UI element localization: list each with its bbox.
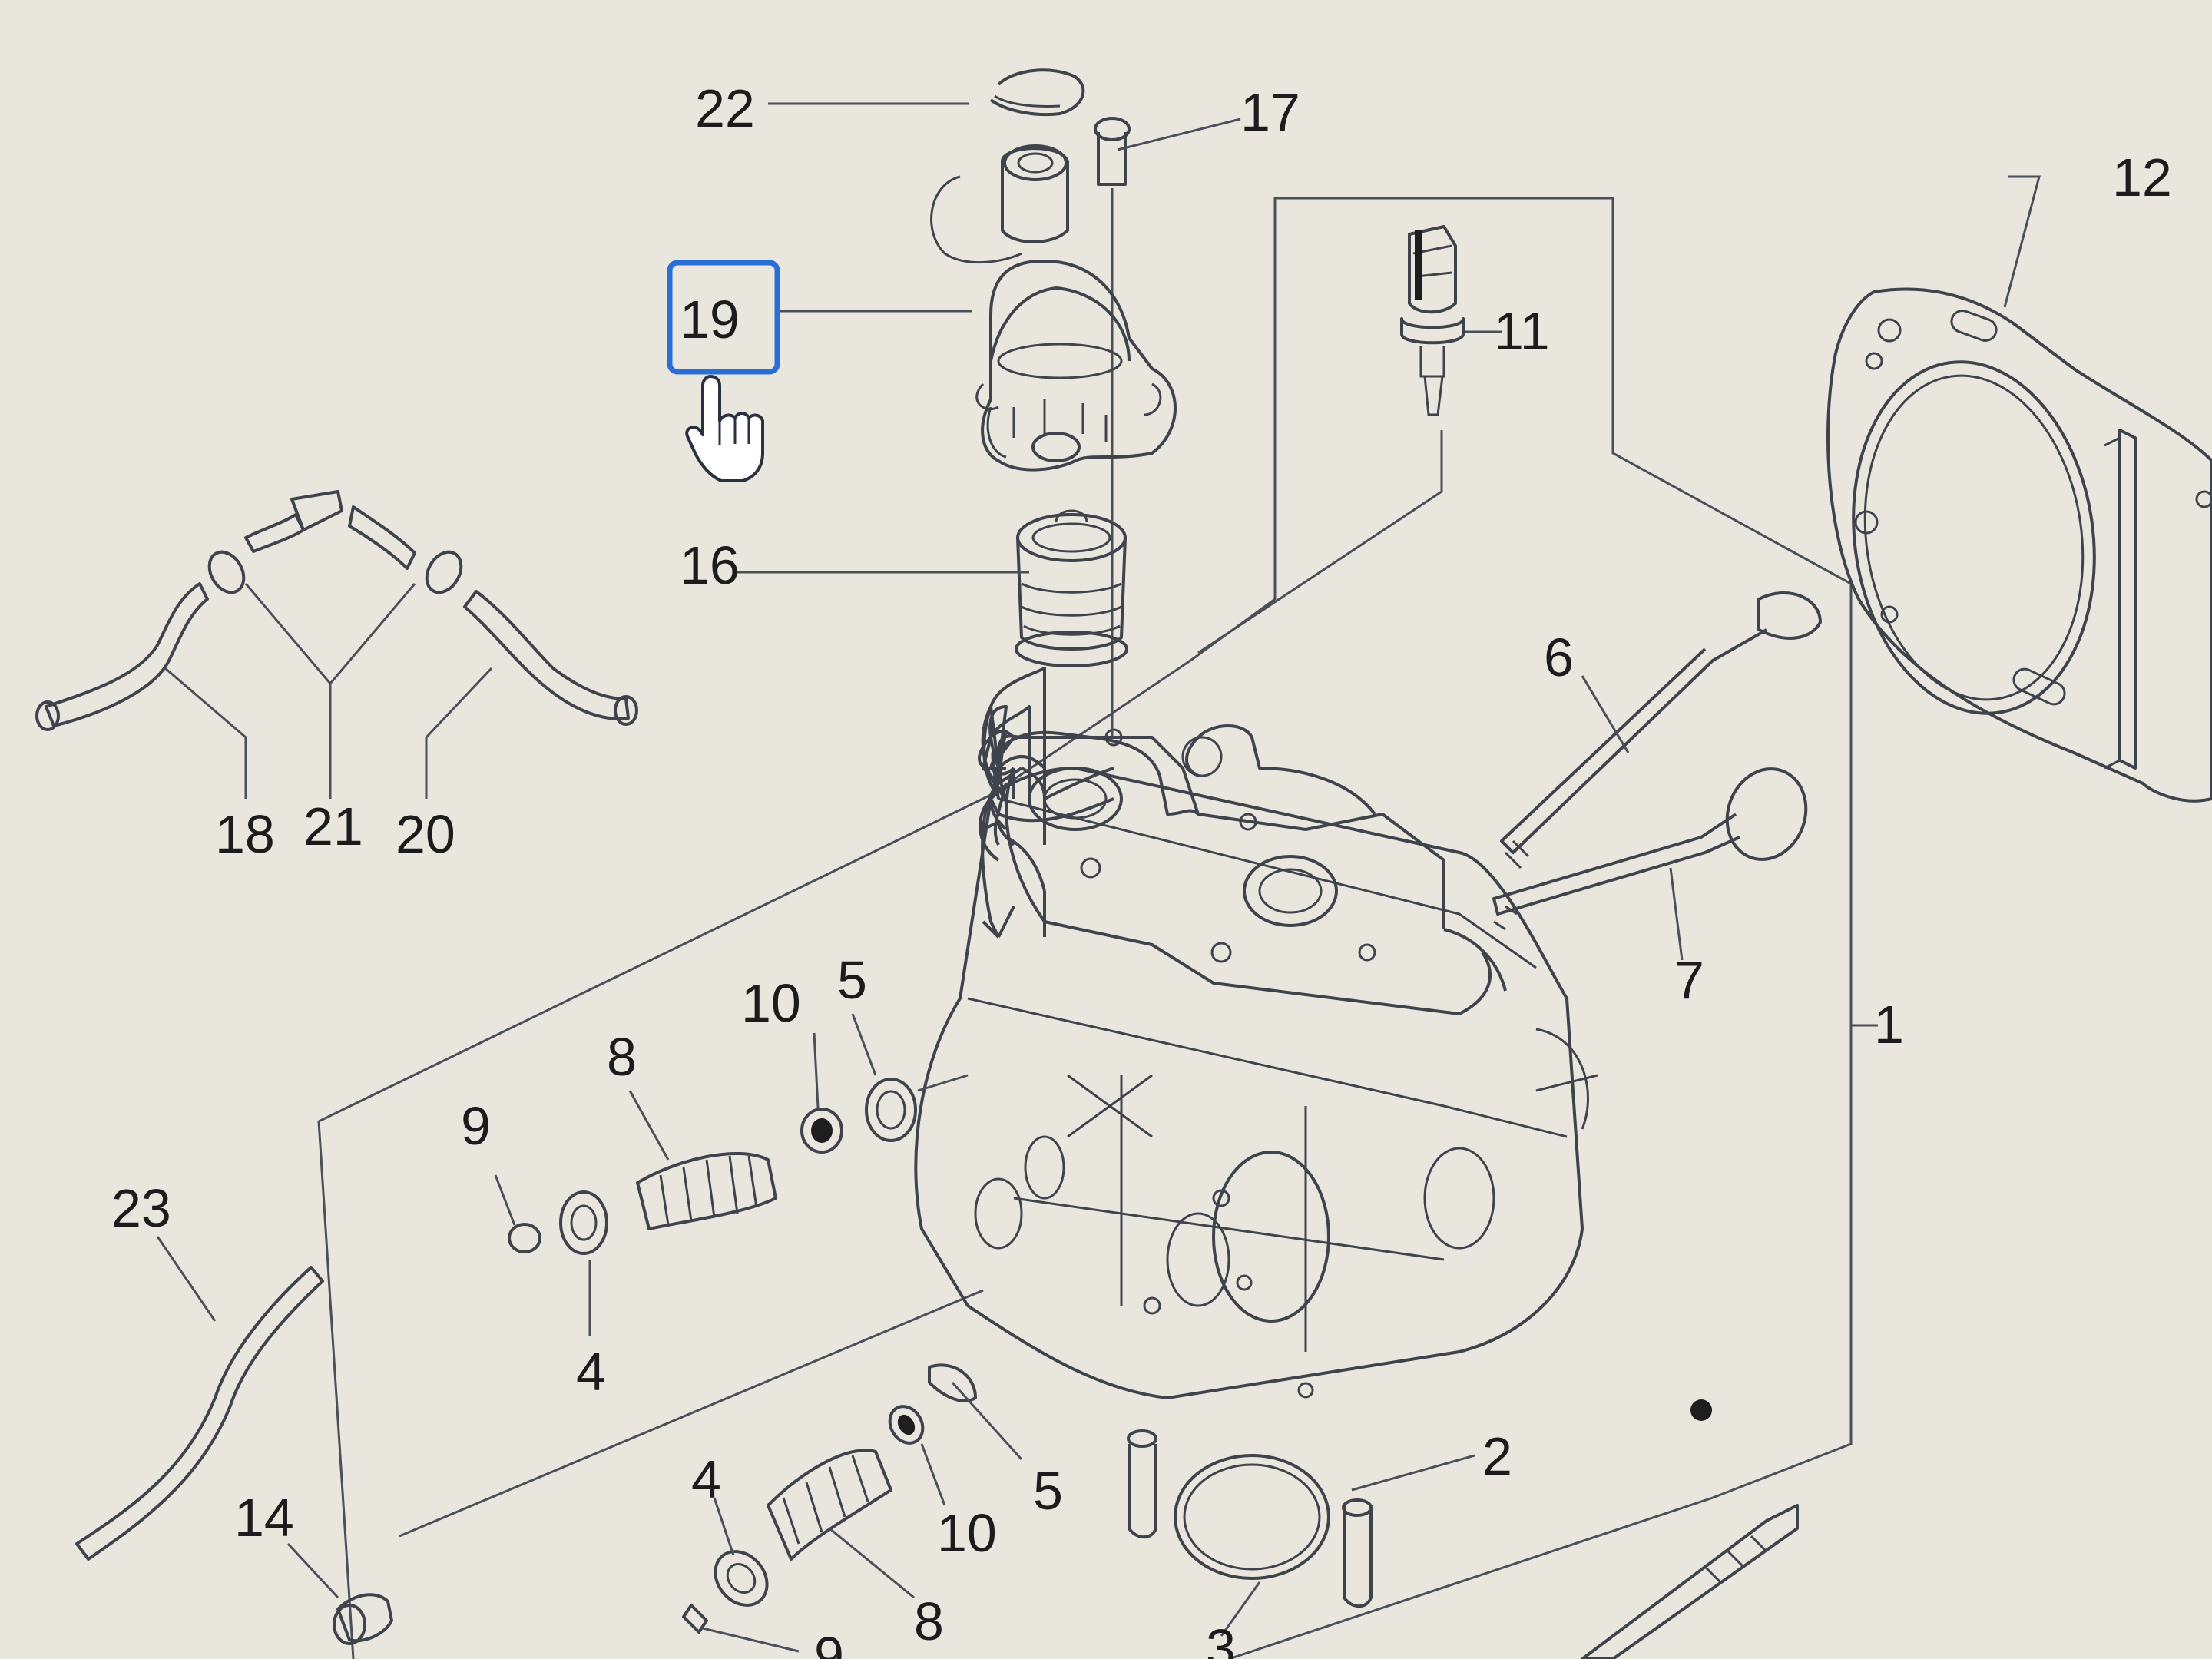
callout-4-upper[interactable]: 4 (576, 1342, 606, 1402)
callout-16[interactable]: 16 (680, 535, 740, 595)
callout-18[interactable]: 18 (215, 804, 275, 864)
part-2-o-ring-and-dowels (1127, 1429, 1475, 1637)
coolant-housing-plate (978, 667, 1507, 1015)
callout-8-lower[interactable]: 8 (914, 1591, 944, 1651)
callout-19-selected[interactable]: 19 (667, 260, 780, 375)
part-23-breather-hose (75, 1236, 324, 1561)
callout-17[interactable]: 17 (1240, 82, 1300, 142)
callout-4-lower[interactable]: 4 (691, 1449, 721, 1509)
callout-10-lower[interactable]: 10 (937, 1503, 997, 1563)
callout-1[interactable]: 1 (1874, 995, 1904, 1055)
callout-5-lower[interactable]: 5 (1033, 1461, 1063, 1521)
hand-pointer-icon (685, 375, 764, 482)
callout-5-upper[interactable]: 5 (837, 950, 867, 1010)
part-17-bolt (1094, 117, 1131, 737)
part-6-valve (1500, 591, 1822, 869)
valve-spring-group-upper (494, 1013, 969, 1336)
callout-9-upper[interactable]: 9 (461, 1096, 491, 1156)
part-12-head-gasket (1826, 287, 2212, 803)
leader-lines (737, 102, 2041, 1027)
cylinder-head (914, 705, 1598, 1399)
callout-23[interactable]: 23 (111, 1178, 171, 1238)
callout-2[interactable]: 2 (1482, 1426, 1512, 1486)
callout-11[interactable]: 11 (1494, 301, 1550, 361)
callout-10-upper[interactable]: 10 (741, 973, 801, 1033)
parts-18-20-21-hoses (35, 490, 638, 799)
callout-3[interactable]: 3 (1206, 1618, 1236, 1659)
callout-9-lower[interactable]: 9 (814, 1626, 844, 1659)
selection-highlight-box (667, 260, 780, 375)
callout-12[interactable]: 12 (2112, 147, 2172, 207)
callout-19[interactable]: 19 (680, 290, 740, 349)
part-7-valve (1492, 767, 1808, 931)
callout-6[interactable]: 6 (1544, 628, 1574, 687)
callout-14[interactable]: 14 (234, 1488, 294, 1548)
valve-spring-group-lower (682, 1363, 1023, 1653)
marker-dot (1690, 1399, 1712, 1421)
part-11-temperature-sensor (1197, 225, 1465, 654)
part-19-thermostat-housing (930, 144, 1177, 472)
stud-bolt (1581, 1504, 1799, 1659)
part-22-circlip (989, 68, 1085, 117)
assembly-boundary (317, 197, 1853, 1659)
part-16-thermostat (1015, 509, 1128, 667)
callout-22[interactable]: 22 (695, 78, 755, 138)
callout-7[interactable]: 7 (1674, 950, 1704, 1010)
callout-20[interactable]: 20 (396, 804, 455, 864)
callout-labels: 1 2 3 4 4 5 5 6 7 8 8 9 9 10 10 11 12 14… (111, 78, 2172, 1659)
callout-21[interactable]: 21 (303, 796, 363, 856)
part-14-hose-fitting (286, 1542, 393, 1645)
callout-8-upper[interactable]: 8 (607, 1027, 637, 1087)
